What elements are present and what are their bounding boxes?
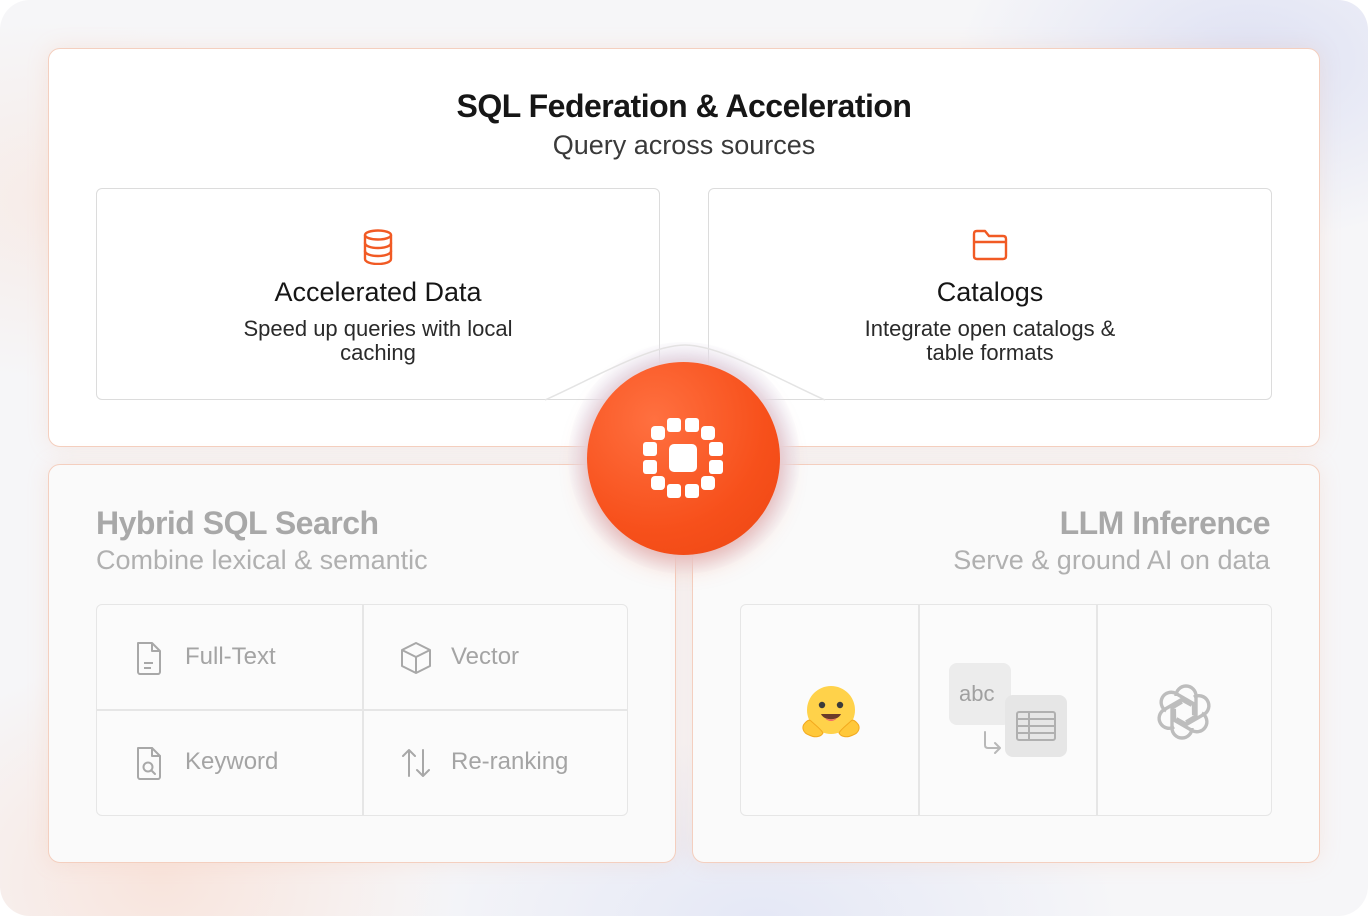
grid-divider [918, 605, 920, 815]
keyword-item: Keyword [97, 710, 362, 815]
llm-inference-subtitle: Serve & ground AI on data [953, 545, 1270, 575]
document-icon [133, 641, 165, 675]
re-ranking-item: Re-ranking [363, 710, 627, 815]
grid-divider [97, 709, 627, 711]
sql-federation-subtitle: Query across sources [552, 130, 816, 160]
keyword-label: Keyword [185, 748, 279, 775]
accelerated-data-card: Accelerated Data Speed up queries with l… [96, 188, 660, 400]
sql-federation-title: SQL Federation & Acceleration [456, 88, 912, 124]
catalogs-description: Integrate open catalogs & table formats [709, 317, 1271, 365]
accelerated-data-description: Speed up queries with local caching [97, 317, 659, 365]
llm-providers-grid: abc [740, 604, 1272, 816]
catalogs-card: Catalogs Integrate open catalogs & table… [708, 188, 1272, 400]
catalogs-title: Catalogs [936, 277, 1044, 307]
abc-label: abc [959, 681, 995, 706]
catalogs-desc-line2: table formats [926, 340, 1054, 365]
cube-icon [399, 641, 431, 675]
abc-token-box: abc [949, 663, 1011, 725]
catalogs-desc-line1: Integrate open catalogs & [864, 316, 1116, 341]
sort-arrows-icon [399, 746, 431, 780]
search-methods-grid: Full-Text Vector Keyword [96, 604, 628, 816]
re-ranking-label: Re-ranking [451, 748, 569, 775]
arrow-icon [984, 731, 1001, 754]
hugging-face-icon [802, 686, 860, 738]
text-to-table-cell: abc [919, 605, 1095, 815]
accelerated-data-desc-line2: caching [340, 340, 416, 365]
full-text-label: Full-Text [185, 643, 276, 670]
hugging-face-cell [741, 605, 917, 815]
search-document-icon [133, 746, 165, 780]
full-text-item: Full-Text [97, 605, 362, 710]
accelerated-data-title: Accelerated Data [274, 277, 482, 307]
table-icon [1005, 695, 1067, 757]
openai-cell [1097, 605, 1271, 815]
accelerated-data-desc-line1: Speed up queries with local [243, 316, 513, 341]
vector-item: Vector [363, 605, 627, 710]
hybrid-search-subtitle: Combine lexical & semantic [96, 545, 428, 575]
llm-inference-title: LLM Inference [1059, 505, 1271, 541]
spice-logo-hub [587, 362, 780, 555]
hub-connector-arcs [544, 344, 826, 401]
database-icon [97, 229, 659, 270]
spice-logo-icon [643, 418, 723, 498]
folder-icon [709, 229, 1271, 266]
vector-label: Vector [451, 643, 520, 670]
grid-divider [1096, 605, 1098, 815]
hybrid-search-title: Hybrid SQL Search [96, 505, 379, 541]
openai-icon [1157, 684, 1211, 740]
